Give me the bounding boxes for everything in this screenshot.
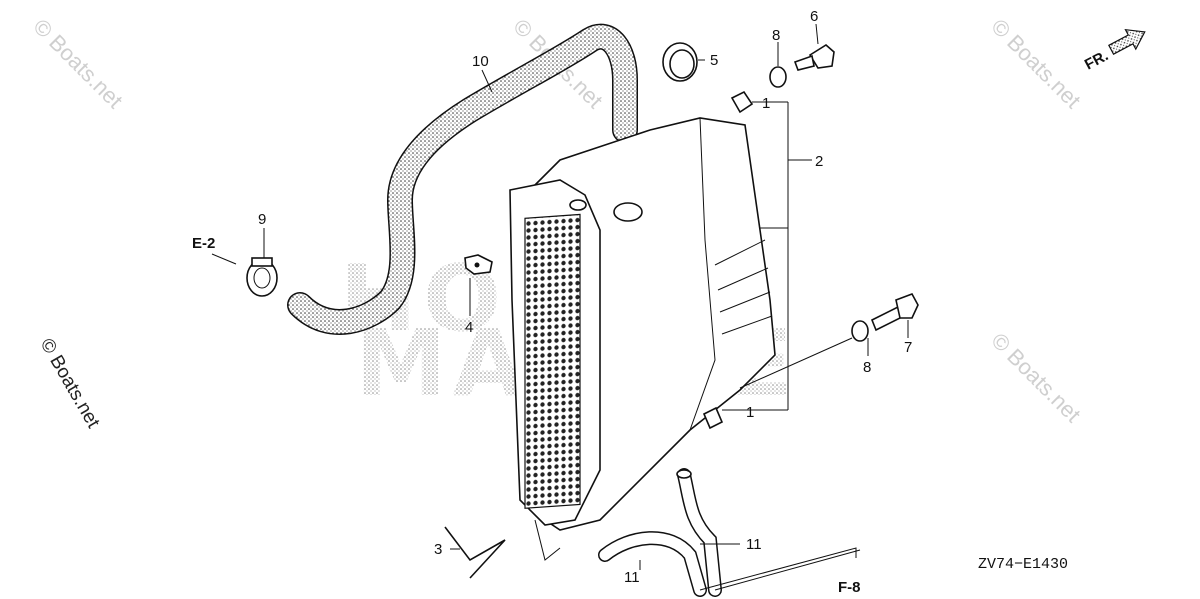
callout-4: 4 — [465, 319, 473, 336]
part-3-wire — [444, 526, 506, 579]
watermark-mid-right: © Boats.net — [986, 328, 1085, 427]
part-9-clip — [246, 257, 278, 297]
part-4-stay — [464, 254, 493, 275]
callout-11-bottom: 11 — [624, 569, 640, 586]
leader-lines — [211, 23, 909, 591]
part-7-bolt — [870, 293, 919, 332]
front-arrow-icon — [1108, 28, 1146, 55]
part-6-bolt — [793, 44, 835, 71]
callout-11-right: 11 — [746, 536, 762, 553]
part-2-silencer-case — [509, 117, 776, 561]
watermark-top-right: © Boats.net — [986, 14, 1085, 113]
callout-1-bottom: 1 — [746, 404, 754, 421]
callout-10: 10 — [472, 53, 489, 70]
front-label: FR. — [1082, 47, 1111, 73]
part-5-ring — [662, 42, 698, 82]
watermark-top-left: © Boats.net — [28, 14, 127, 113]
front-direction-indicator: FR. — [1082, 28, 1146, 74]
callout-5: 5 — [710, 52, 718, 69]
part-1-grommet-bottom — [702, 406, 724, 430]
reference-e2: E-2 — [192, 235, 215, 252]
part-10-hose — [287, 23, 638, 335]
callout-2: 2 — [815, 153, 823, 170]
callout-8-top: 8 — [772, 27, 780, 44]
callout-8-bottom: 8 — [863, 359, 871, 376]
watermark-left: © Boats.net — [36, 335, 104, 432]
part-8-washer-bottom — [851, 320, 869, 342]
reference-f8: F-8 — [838, 579, 861, 596]
callout-7: 7 — [904, 339, 912, 356]
part-11-tubes — [598, 468, 722, 597]
part-1-grommet-top — [730, 90, 754, 114]
callout-9: 9 — [258, 211, 266, 228]
callout-1-top: 1 — [762, 95, 770, 112]
part-8-washer-top — [769, 66, 787, 88]
callout-6: 6 — [810, 8, 818, 25]
diagram-code: ZV74−E1430 — [978, 556, 1068, 573]
callout-3: 3 — [434, 541, 442, 558]
